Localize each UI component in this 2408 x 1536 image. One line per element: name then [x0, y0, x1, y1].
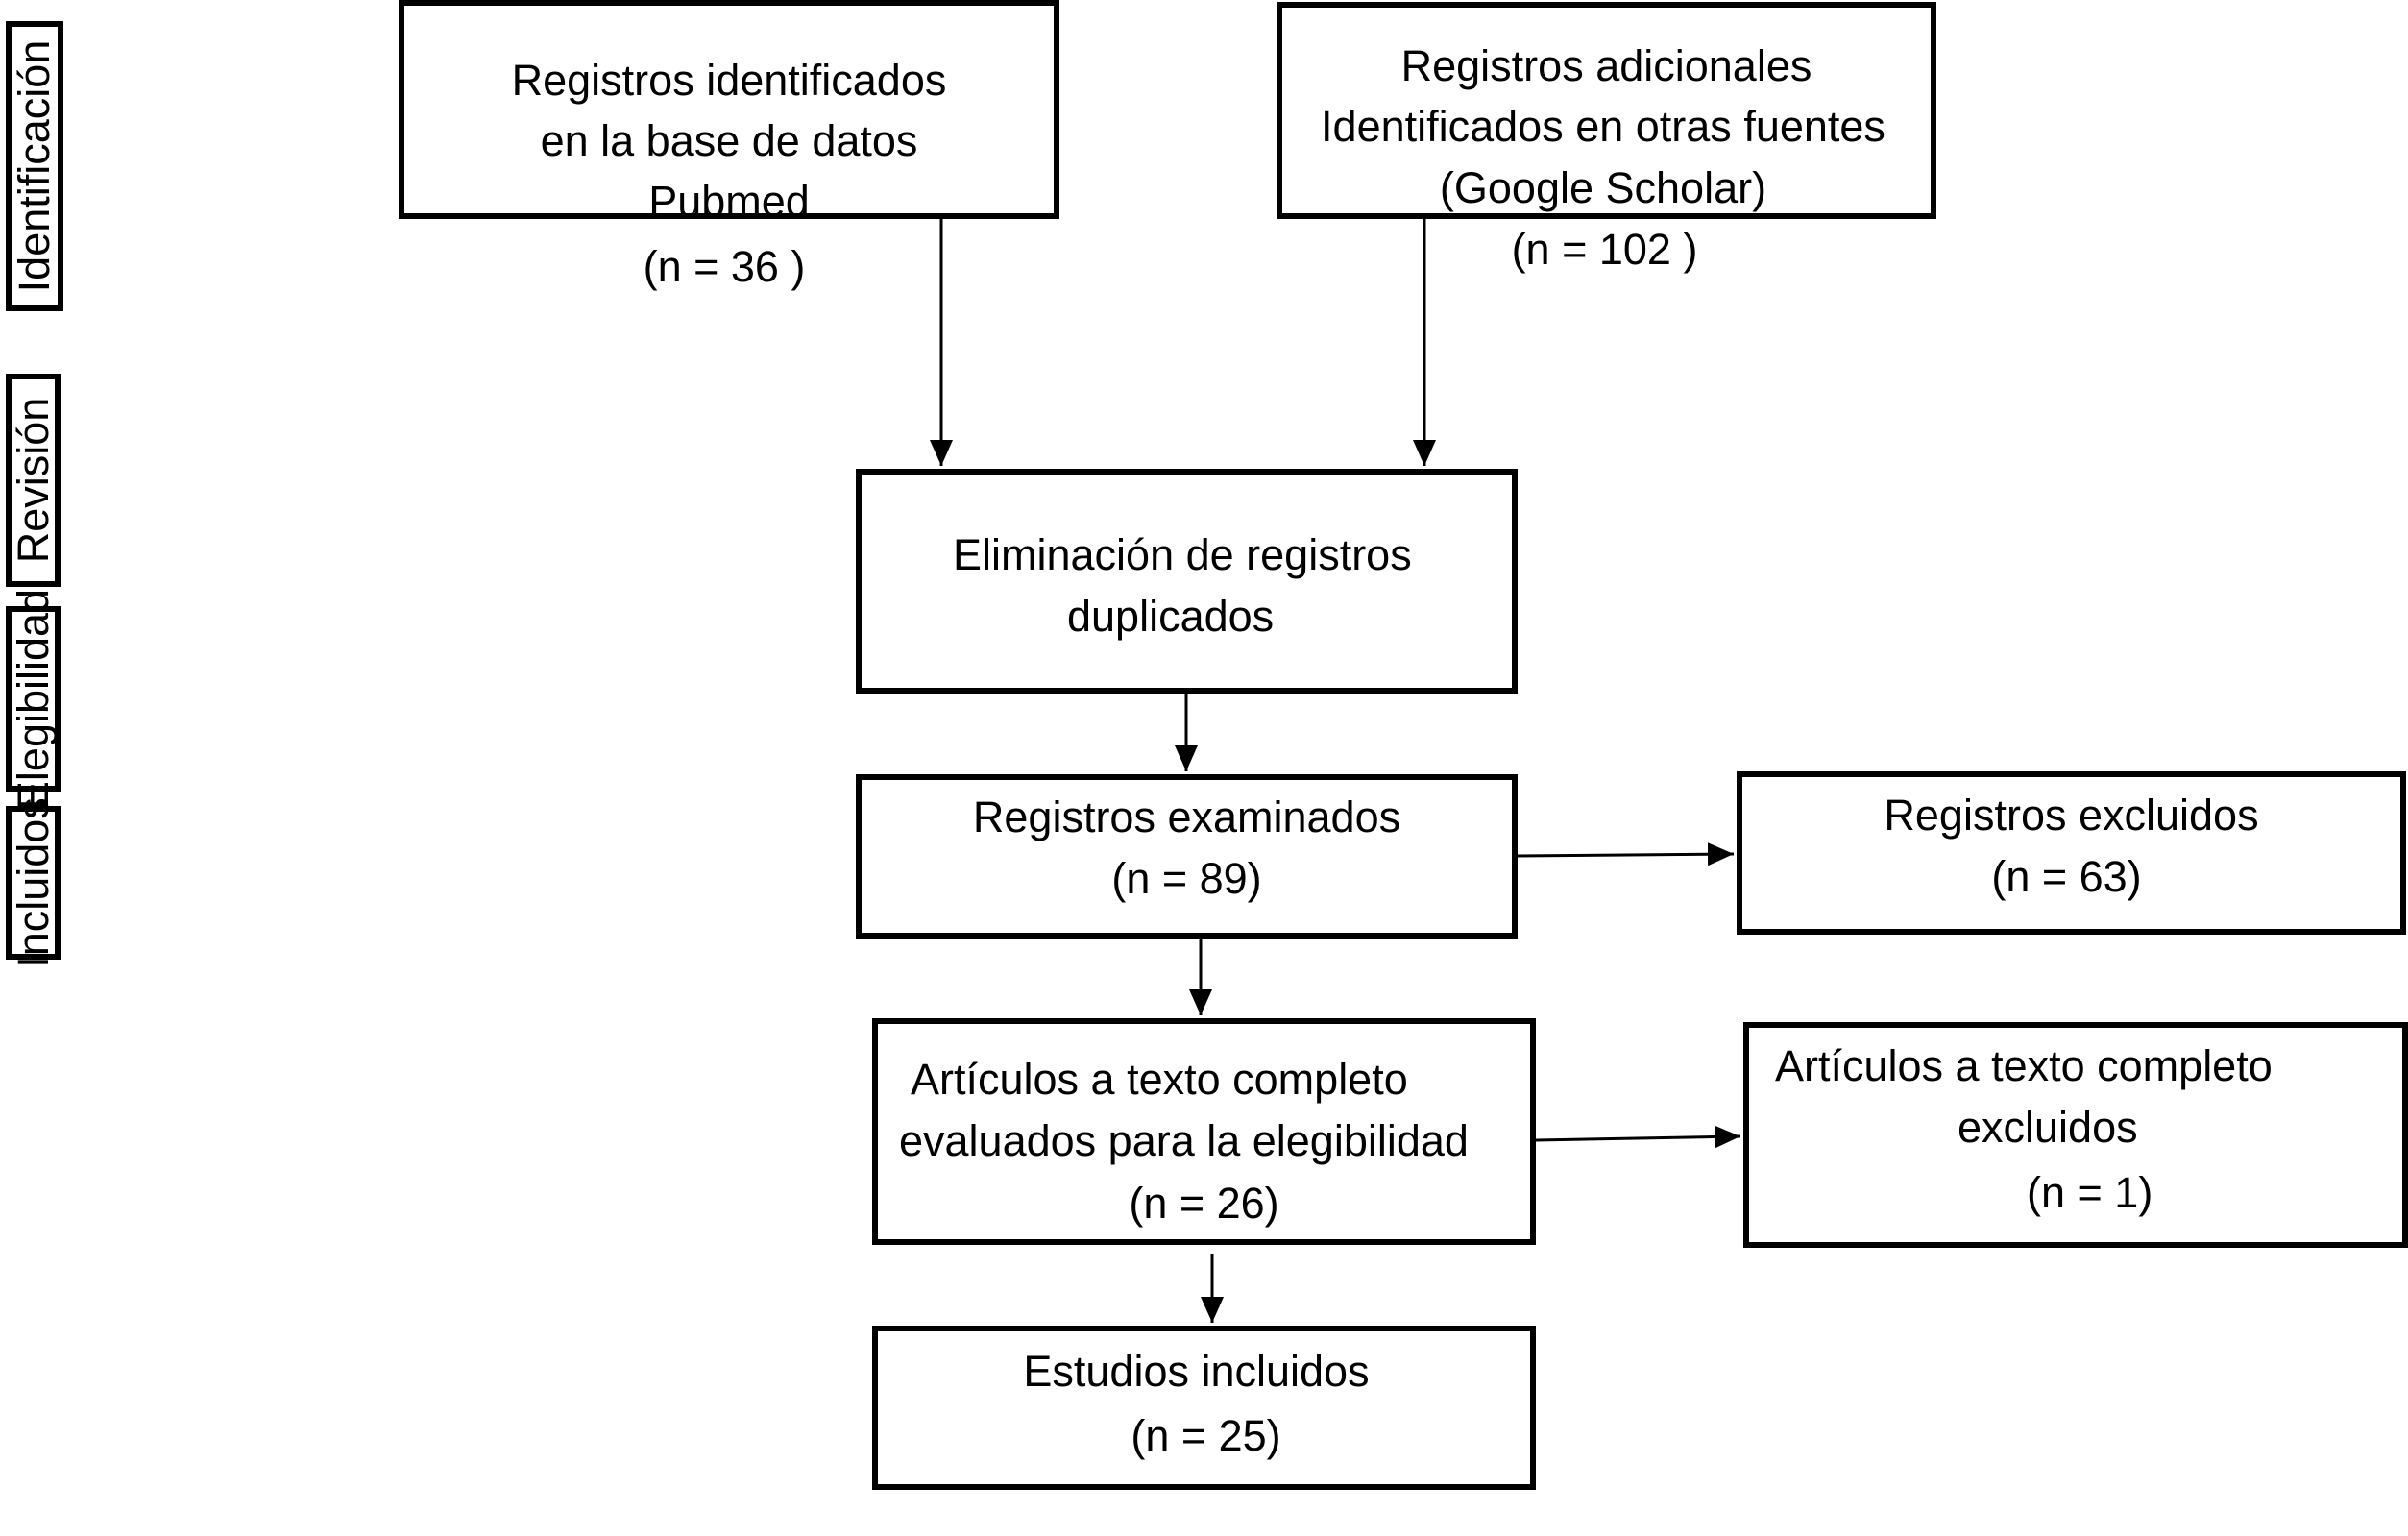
arrow-screened-to-excluded — [1517, 842, 1735, 866]
box-excluded-records — [1737, 771, 2406, 935]
phase-incluidos: Incluidos — [6, 797, 61, 968]
included-line1: Estudios incluidos — [1023, 1347, 1370, 1396]
pubmed-line1: Registros identificados — [511, 56, 947, 105]
additional-line3: (Google Scholar) — [1439, 163, 1767, 212]
box-remove-duplicates — [856, 469, 1518, 694]
screened-count: (n = 89) — [1111, 854, 1262, 903]
additional-count: (n = 102 ) — [1511, 225, 1698, 274]
fulltext-line2: evaluados para la elegibilidad — [899, 1116, 1469, 1165]
additional-line1: Registros adicionales — [1400, 41, 1812, 90]
box-included-studies — [872, 1326, 1536, 1490]
duplicates-line1: Eliminación de registros — [953, 530, 1412, 579]
fulltext-excluded-line1: Artículos a texto completo — [1775, 1041, 2273, 1090]
excluded-count: (n = 63) — [1991, 852, 2142, 901]
duplicates-line2: duplicados — [1067, 592, 1275, 641]
additional-line2: Identificados en otras fuentes — [1321, 102, 1885, 151]
box-additional-records — [1277, 2, 1936, 219]
phase-identificacion: Identificación — [6, 21, 63, 311]
fulltext-line1: Artículos a texto completo — [911, 1055, 1408, 1104]
pubmed-count: (n = 36 ) — [643, 242, 806, 291]
pubmed-line2: en la base de datos — [540, 116, 918, 165]
box-screened-records — [856, 774, 1518, 939]
fulltext-count: (n = 26) — [1129, 1179, 1279, 1228]
phase-revision: Revisión — [6, 374, 61, 587]
fulltext-excluded-count: (n = 1) — [2027, 1168, 2153, 1217]
fulltext-excluded-line2: excluidos — [1958, 1103, 2138, 1152]
box-fulltext-excluded — [1743, 1022, 2408, 1248]
pubmed-line3: Pubmed — [648, 177, 810, 226]
excluded-line1: Registros excluidos — [1884, 791, 2259, 840]
phase-elegibilidad: Elegibilidad — [6, 588, 61, 810]
arrow-fulltext-to-excluded — [1535, 1125, 1741, 1149]
box-fulltext-assessed — [872, 1018, 1536, 1245]
box-pubmed-records — [399, 0, 1059, 219]
screened-line1: Registros examinados — [972, 792, 1401, 841]
included-count: (n = 25) — [1131, 1411, 1281, 1460]
